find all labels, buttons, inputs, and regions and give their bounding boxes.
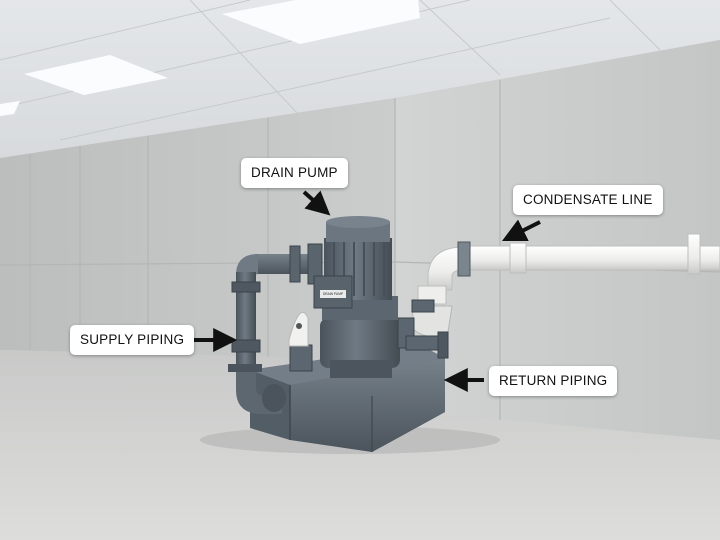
ceiling-light-1 — [222, 0, 420, 44]
condensate-line-label: CONDENSATE LINE — [513, 185, 663, 215]
ceiling — [0, 0, 720, 158]
motor-nameplate: DRAIN PUMP — [322, 292, 343, 296]
supply-piping — [228, 243, 323, 414]
strainer — [288, 312, 313, 372]
back-wall — [395, 40, 720, 440]
ceiling-light-3 — [0, 101, 20, 116]
return-piping — [405, 331, 449, 359]
drain-pump-label: DRAIN PUMP — [241, 158, 348, 188]
return-piping-label: RETURN PIPING — [489, 366, 618, 396]
ceiling-light-2 — [24, 55, 168, 95]
condensate-line — [411, 233, 720, 337]
supply-piping-label: SUPPLY PIPING — [70, 325, 195, 355]
